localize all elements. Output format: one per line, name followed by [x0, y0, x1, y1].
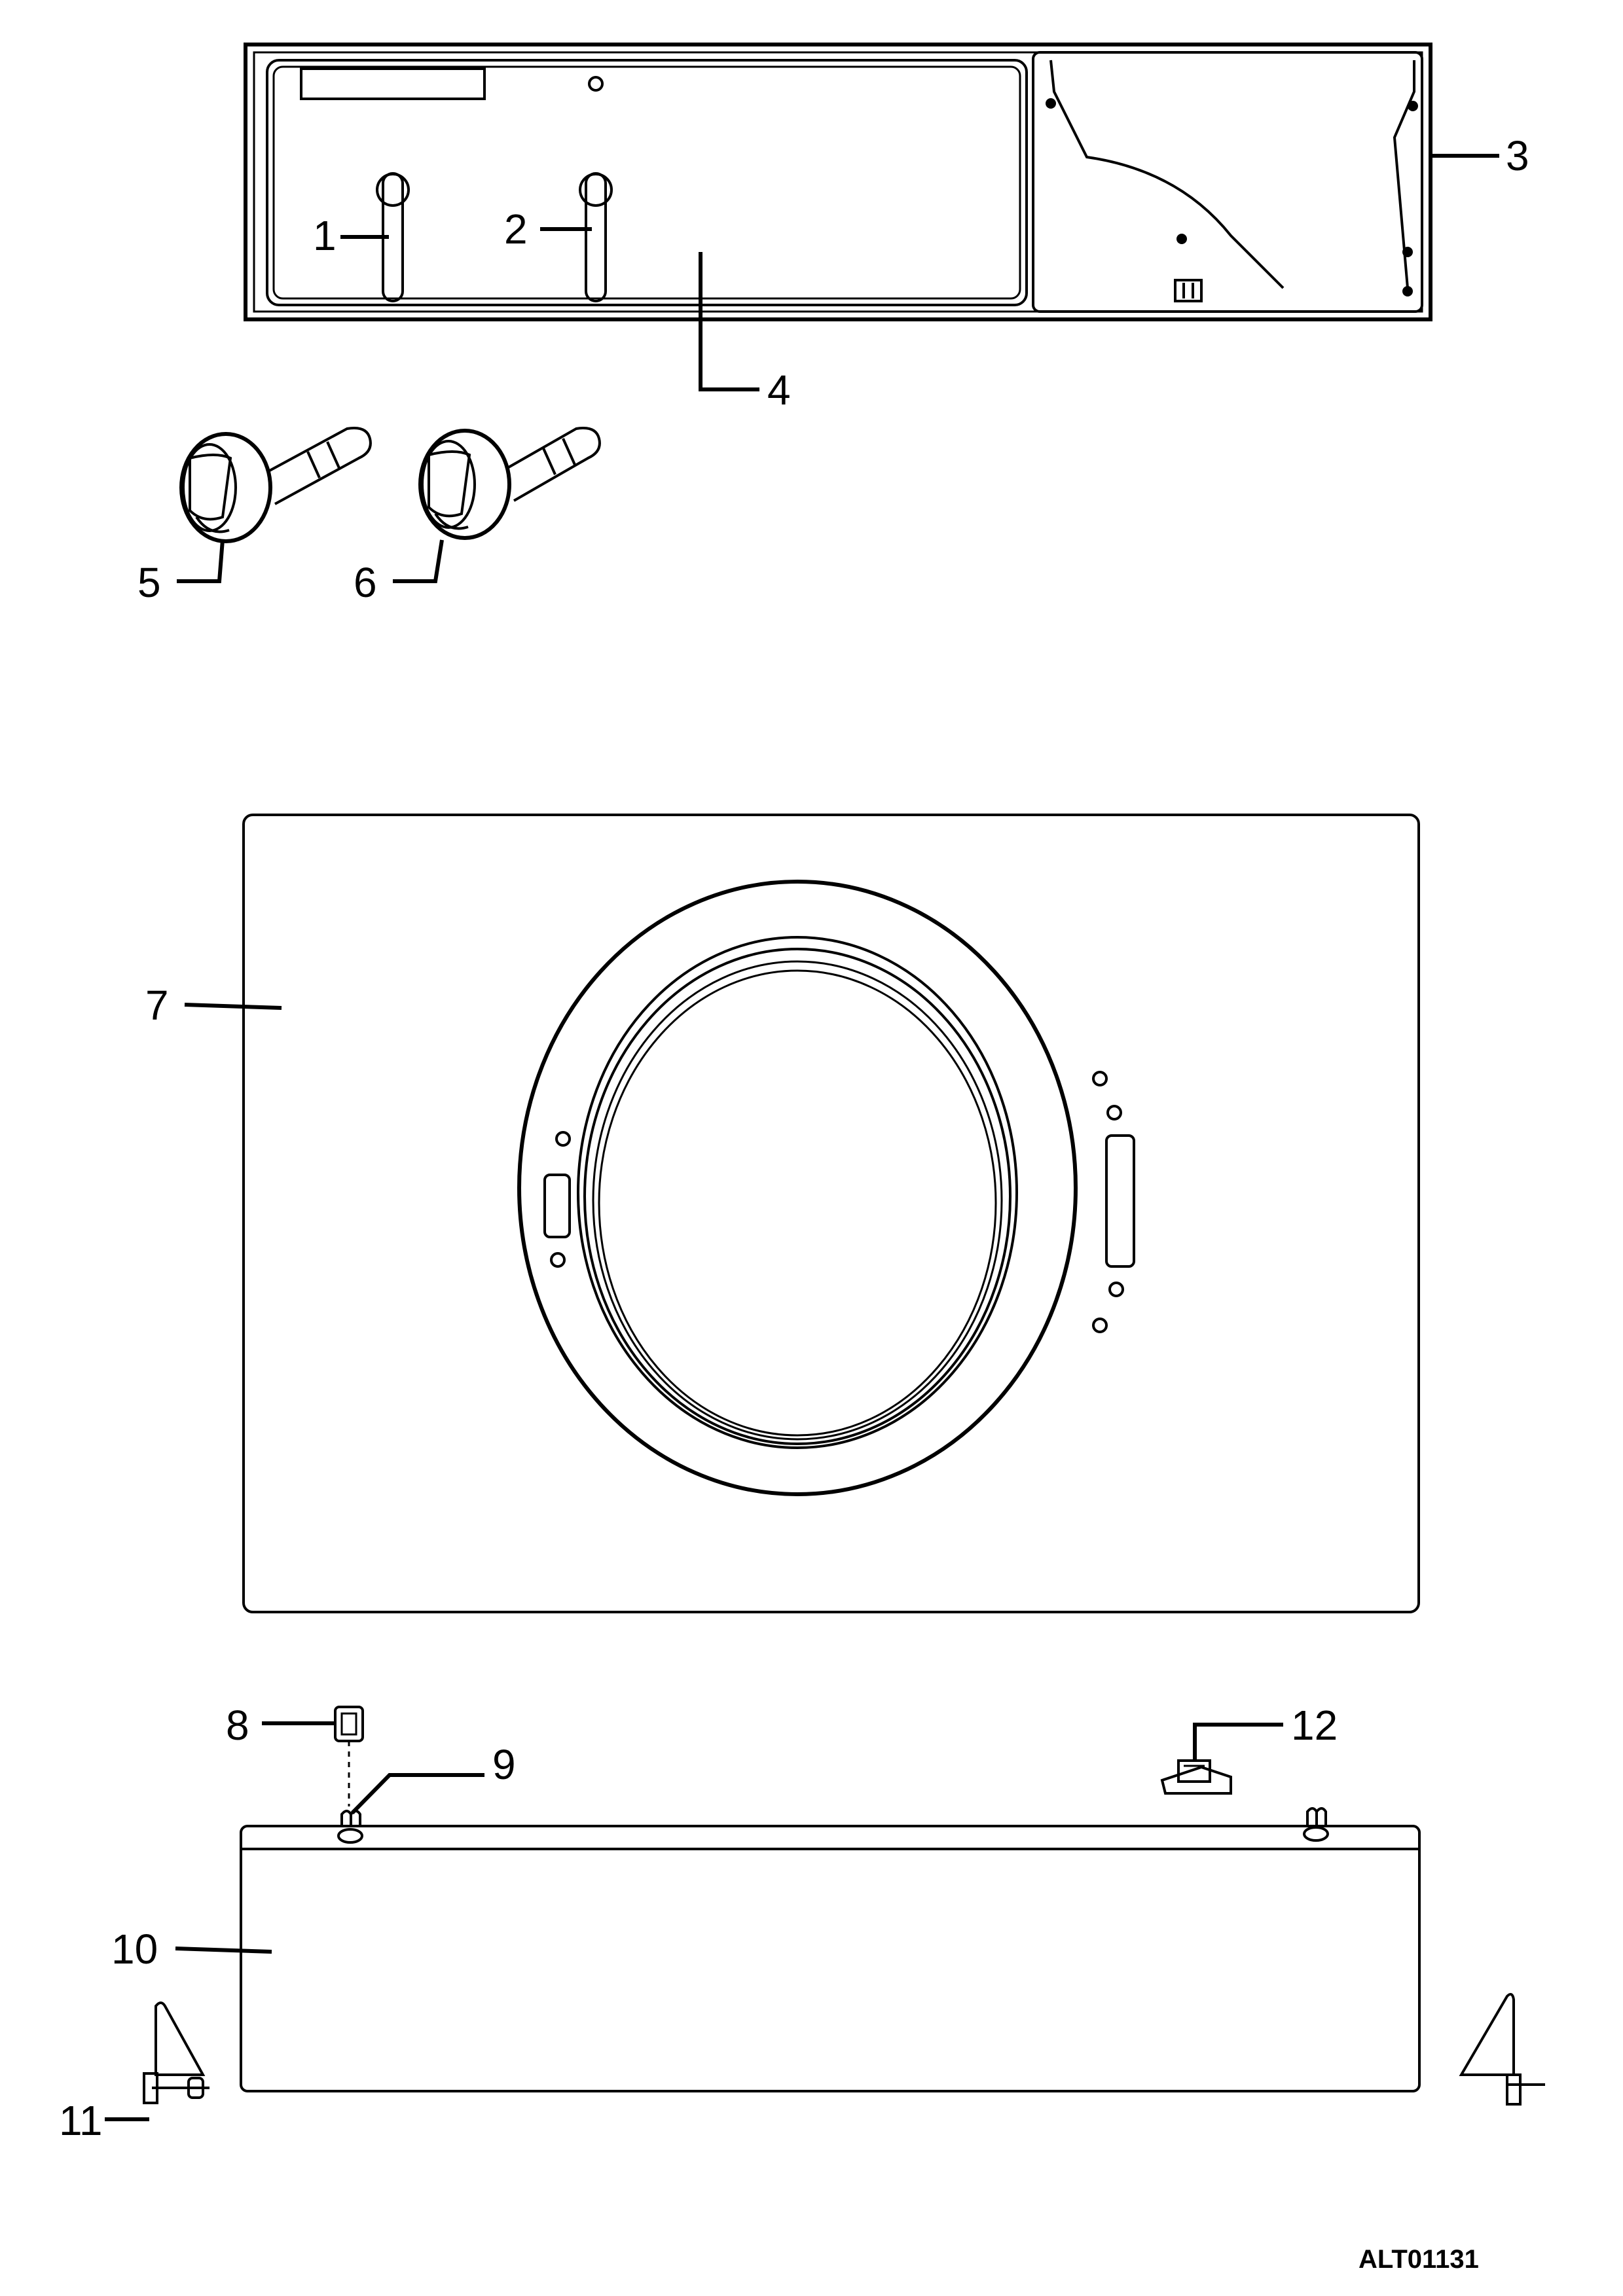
bracket-left-part-11 [143, 2001, 210, 2104]
spacer-part-12 [1160, 1759, 1232, 1795]
callout-label-3: 3 [1506, 132, 1529, 179]
callout-label-1: 1 [313, 212, 337, 259]
control-knob-6 [418, 427, 601, 540]
callout-label-12: 12 [1291, 1702, 1338, 1749]
callout-label-7: 7 [145, 982, 169, 1029]
kickplate-panel [240, 1825, 1421, 2092]
clip-part-8 [334, 1706, 364, 1806]
leader-lines-knobs [177, 539, 444, 583]
drawing-code: ALT01131 [1359, 2245, 1479, 2274]
control-knob-5 [179, 427, 372, 543]
door-porthole-ring [517, 880, 1135, 1496]
leader-line-7 [184, 1003, 282, 1010]
callout-label-2: 2 [504, 206, 528, 253]
callout-label-11: 11 [59, 2097, 102, 2144]
leader-lines-top [340, 154, 1499, 391]
control-knob-slot-2 [579, 172, 613, 302]
callout-label-4: 4 [767, 367, 791, 414]
bracket-right [1459, 1993, 1545, 2106]
callout-label-10: 10 [111, 1926, 158, 1973]
callout-label-8: 8 [226, 1702, 249, 1749]
control-panel [244, 43, 1432, 321]
callout-label-6: 6 [354, 559, 377, 606]
front-panel [242, 814, 1420, 1613]
detergent-drawer-housing [1032, 51, 1423, 313]
control-panel-fascia [266, 59, 1028, 306]
leader-lines-bottom [105, 1721, 1283, 2121]
callout-label-5: 5 [137, 559, 161, 606]
callout-label-9: 9 [492, 1741, 516, 1788]
hook-right [1303, 1807, 1329, 1842]
